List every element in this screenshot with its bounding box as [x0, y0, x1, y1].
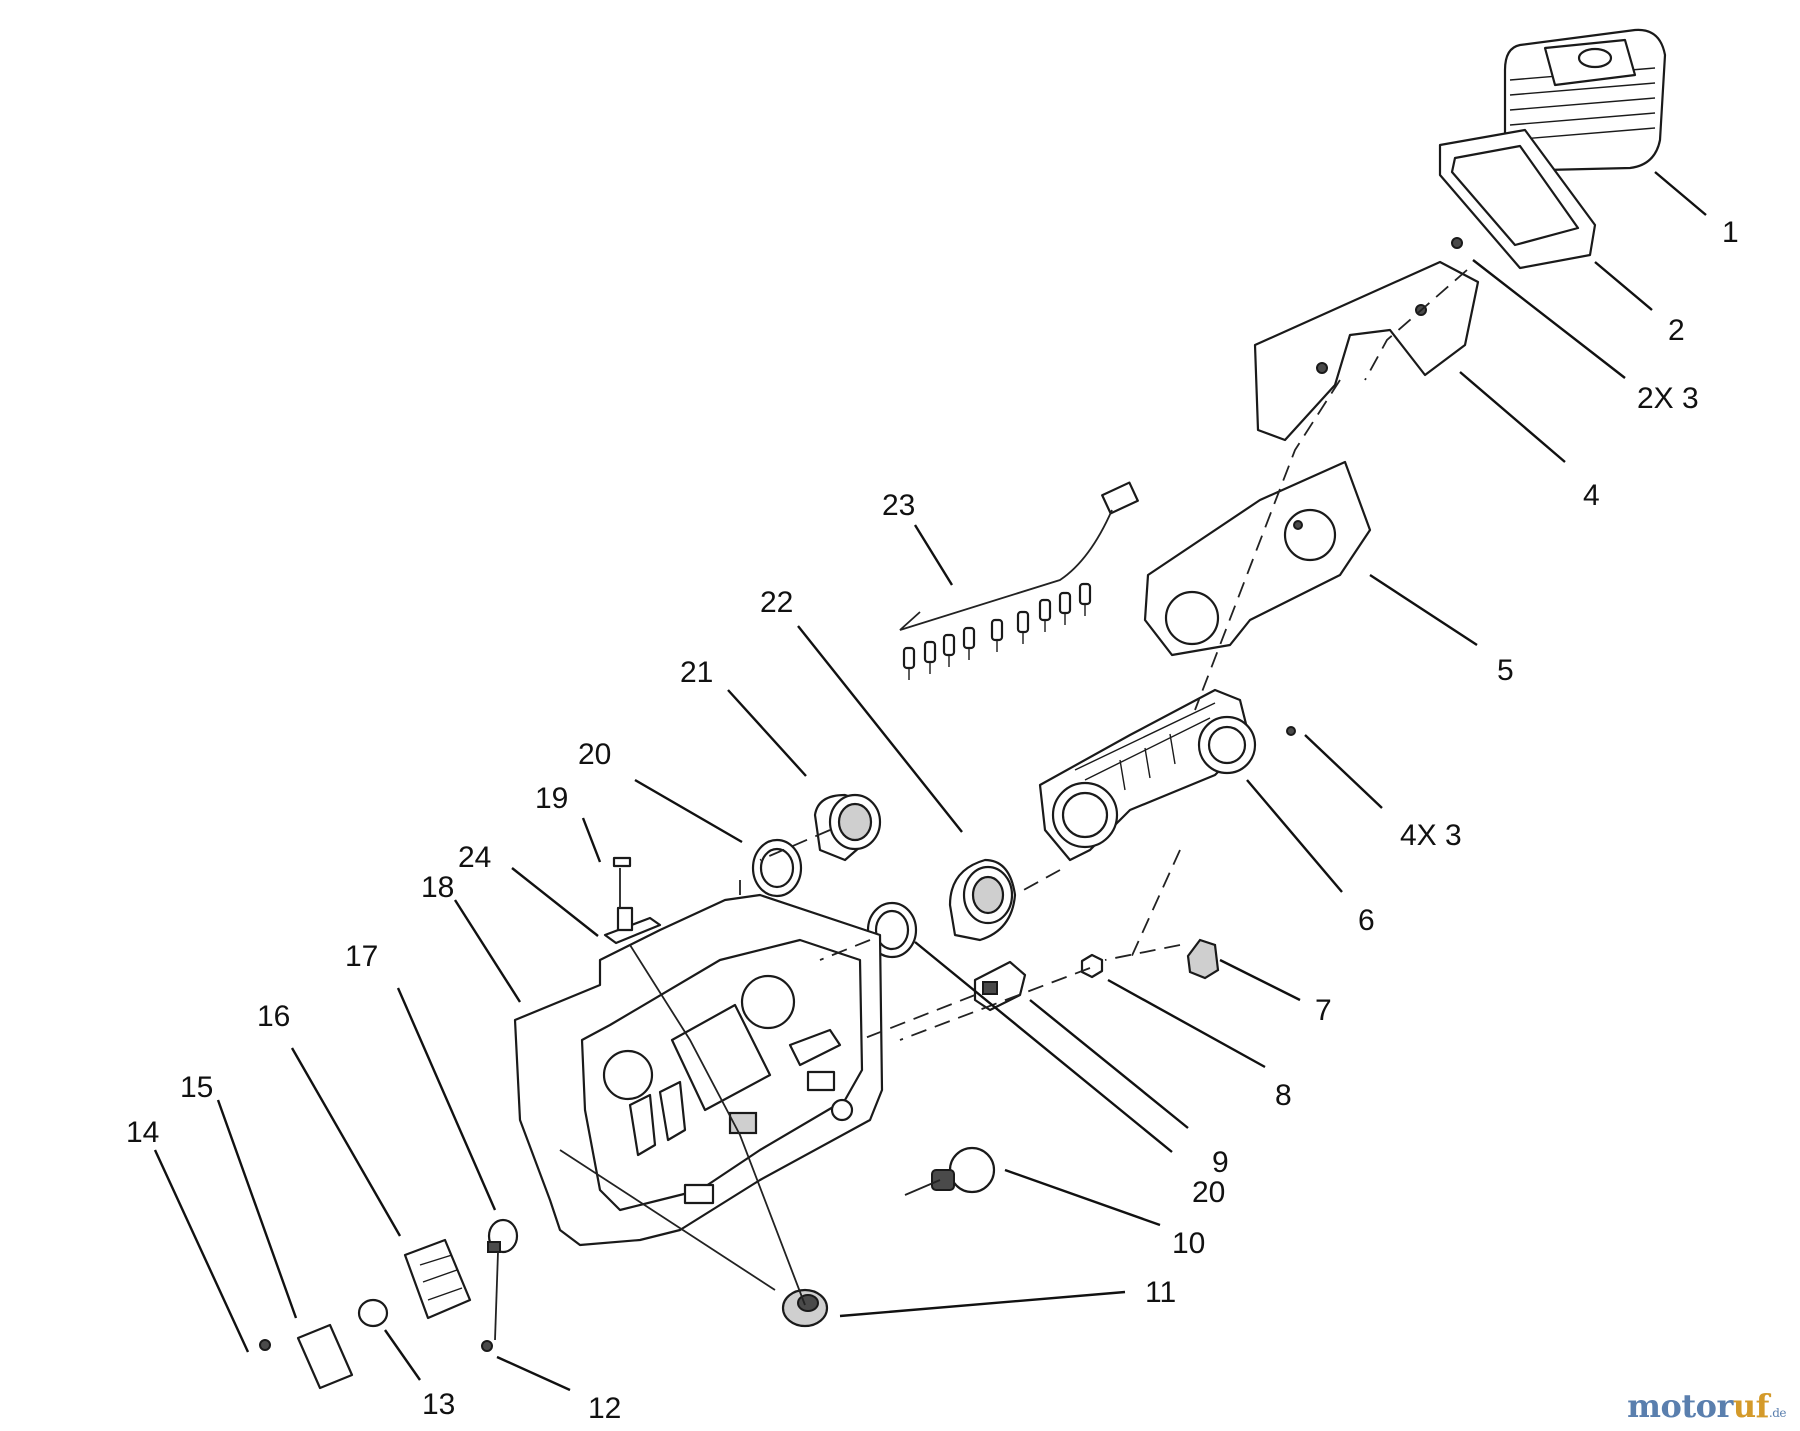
part-13-cap [357, 1298, 389, 1328]
part-23-harness [899, 481, 1139, 680]
callout-6: 6 [1358, 904, 1375, 937]
part-9-switch [973, 960, 1027, 1012]
callout-4: 4 [1583, 479, 1600, 512]
callout-12: 12 [588, 1392, 621, 1425]
assembly-lines [494, 269, 1468, 1341]
callout-18: 18 [421, 871, 454, 904]
callout-11: 11 [1145, 1276, 1176, 1309]
callout-23: 23 [882, 489, 915, 522]
callout-2: 2 [1668, 314, 1685, 347]
part-3-screw [1451, 237, 1463, 249]
part-12-screw [481, 1340, 493, 1352]
watermark-text-part1: motor [1627, 1387, 1733, 1425]
part-24-bracket [603, 906, 662, 945]
part-11-knob [781, 1288, 829, 1328]
callout-17: 17 [345, 940, 378, 973]
part-20-ring-a [751, 838, 803, 898]
part-14-screw [259, 1339, 271, 1351]
part-10-socket [931, 1146, 996, 1194]
callout-20b: 20 [1192, 1176, 1225, 1209]
part-15-switch [296, 1323, 354, 1390]
callout-13: 13 [422, 1388, 455, 1421]
callout-9: 9 [1212, 1146, 1229, 1179]
callout-10: 10 [1172, 1227, 1205, 1260]
part-8-nut [1080, 953, 1104, 979]
callout-8: 8 [1275, 1079, 1292, 1112]
callout-19: 19 [535, 782, 568, 815]
part-7-cap [1186, 938, 1220, 980]
part-4x3-screw [1286, 726, 1296, 736]
part-22-gauge [948, 858, 1017, 942]
part-19-screw [612, 856, 632, 868]
part-18-console-housing [513, 893, 884, 1247]
callout-20a: 20 [578, 738, 611, 771]
watermark-text-part2: uf [1732, 1387, 1770, 1425]
callout-2x3: 2X 3 [1637, 382, 1699, 415]
part-5-plate [1143, 460, 1372, 657]
watermark-logo: motoruf.de [1627, 1387, 1786, 1425]
callout-15: 15 [180, 1071, 213, 1104]
part-2-gasket [1438, 128, 1597, 270]
callout-16: 16 [257, 1000, 290, 1033]
callout-24: 24 [458, 841, 491, 874]
watermark-text-part3: .de [1768, 1406, 1787, 1420]
part-4-plate [1253, 260, 1480, 442]
callout-1: 1 [1722, 216, 1739, 249]
callout-4x3: 4X 3 [1400, 819, 1462, 852]
part-16-relay [403, 1238, 472, 1320]
part-21-gauge [813, 793, 882, 862]
part-6-bracket [1038, 688, 1257, 862]
callout-labels: 1 2 2X 3 4 5 4X 3 6 7 8 9 20 10 11 12 13… [126, 216, 1739, 1425]
part-17-bulb [487, 1218, 519, 1254]
callout-22: 22 [760, 586, 793, 619]
callout-14: 14 [126, 1116, 159, 1149]
leader-lines [153, 171, 1707, 1392]
callout-7: 7 [1315, 994, 1332, 1027]
callout-5: 5 [1497, 654, 1514, 687]
callout-21: 21 [680, 656, 713, 689]
part-1-cover [1503, 28, 1667, 172]
